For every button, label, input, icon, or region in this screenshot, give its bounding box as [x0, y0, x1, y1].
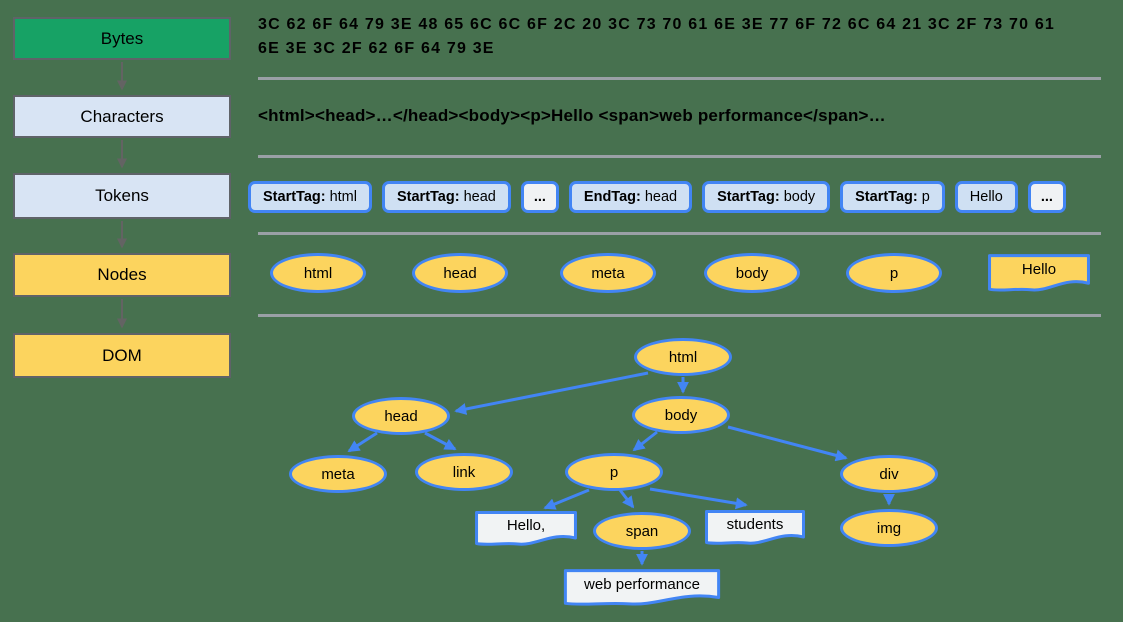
token-value: body [783, 189, 816, 205]
node-label: html [303, 264, 333, 282]
characters-markup-text: <html><head>…</head><body><p>Hello <span… [258, 106, 886, 125]
token-ellipsis-1: ... [520, 181, 559, 213]
node-label: body [664, 406, 698, 424]
document-shape [988, 254, 1090, 293]
token-starttag-html: StartTag:html [248, 181, 372, 213]
token-starttag-p: StartTag:p [840, 181, 945, 213]
document-shape [705, 510, 805, 546]
dom-tree-edges [347, 371, 895, 566]
token-starttag-body: StartTag:body [702, 181, 831, 213]
token-ellipsis-2: ... [1027, 181, 1066, 213]
stage-tokens-label: Tokens [95, 186, 149, 205]
node-label: p [609, 463, 619, 481]
dom-node-span: span [593, 512, 691, 550]
node-label: web performance [584, 576, 700, 593]
bytes-hex-line1: 3C 62 6F 64 79 3E 48 65 6C 6C 6F 2C 20 3… [258, 16, 1056, 33]
node-p: p [846, 253, 942, 293]
node-label: html [668, 348, 698, 366]
separator-4 [258, 314, 1101, 317]
token-value: p [921, 189, 930, 205]
node-label: head [384, 407, 418, 425]
tokens-row: StartTag:html StartTag:head ... EndTag:h… [248, 181, 1066, 213]
dom-node-link: link [415, 453, 513, 491]
node-html: html [270, 253, 366, 293]
token-starttag-head: StartTag:head [381, 181, 511, 213]
node-label: Hello [1021, 261, 1057, 278]
dom-node-html: html [634, 338, 732, 376]
document-shape [475, 511, 577, 547]
token-value: ... [533, 189, 546, 205]
token-type: StartTag: [263, 189, 326, 205]
node-label: p [889, 264, 899, 282]
token-type: StartTag: [717, 189, 780, 205]
node-body: body [704, 253, 800, 293]
node-label: div [879, 465, 899, 483]
token-value: ... [1040, 189, 1053, 205]
node-hello-text: Hello [988, 254, 1090, 293]
token-value: head [644, 189, 678, 205]
bytes-hex-text: 3C 62 6F 64 79 3E 48 65 6C 6C 6F 2C 20 3… [258, 13, 1055, 61]
dom-node-head: head [352, 397, 450, 435]
dom-node-body: body [632, 396, 730, 434]
edge-html-head [454, 371, 649, 415]
dom-node-img: img [840, 509, 938, 547]
token-hello: Hello [954, 181, 1018, 213]
dom-textnode-web-performance: web performance [563, 569, 721, 607]
token-type: EndTag: [583, 189, 641, 205]
stage-nodes-label: Nodes [97, 265, 147, 284]
separator-3 [258, 232, 1101, 235]
edge-p-students [649, 487, 748, 510]
edge-body-div [727, 425, 848, 462]
node-label: link [452, 463, 476, 481]
node-label: meta [321, 465, 355, 483]
separator-2 [258, 155, 1101, 158]
stage-dom-label: DOM [102, 345, 142, 365]
pipeline-stage-nodes: Nodes [13, 253, 231, 297]
edge-body-p [632, 430, 658, 452]
node-head: head [412, 253, 508, 293]
dom-node-meta: meta [289, 455, 387, 493]
token-value: Hello [969, 189, 1003, 205]
pipeline-stage-tokens: Tokens [13, 173, 231, 219]
node-label: span [625, 522, 659, 540]
node-meta: meta [560, 253, 656, 293]
pipeline-stage-bytes: Bytes [13, 17, 231, 60]
dom-node-p: p [565, 453, 663, 491]
dom-textnode-hello: Hello, [475, 511, 577, 547]
edge-p-span [618, 489, 635, 509]
dom-textnode-students: students [705, 510, 805, 546]
token-value: html [329, 189, 357, 205]
separator-1 [258, 77, 1101, 80]
node-label: meta [591, 264, 625, 282]
dom-node-div: div [840, 455, 938, 493]
edge-head-link [424, 431, 457, 451]
stage-characters-label: Characters [80, 106, 164, 126]
pipeline-stage-characters: Characters [13, 95, 231, 138]
token-type: StartTag: [855, 189, 918, 205]
node-label: img [876, 519, 902, 537]
token-type: StartTag: [396, 189, 460, 205]
bytes-hex-line2: 6E 3E 3C 2F 62 6F 64 79 3E [258, 40, 495, 57]
pipeline-stage-dom: DOM [13, 333, 231, 378]
stage-bytes-label: Bytes [100, 28, 144, 48]
node-label: head [443, 264, 477, 282]
edge-p-hello [543, 488, 590, 510]
edge-head-meta [347, 431, 378, 453]
node-label: body [735, 264, 769, 282]
node-label: students [726, 516, 784, 533]
token-value: head [463, 189, 496, 205]
node-label: Hello, [506, 517, 546, 534]
token-endtag-head: EndTag:head [568, 181, 693, 213]
document-shape [563, 569, 721, 607]
